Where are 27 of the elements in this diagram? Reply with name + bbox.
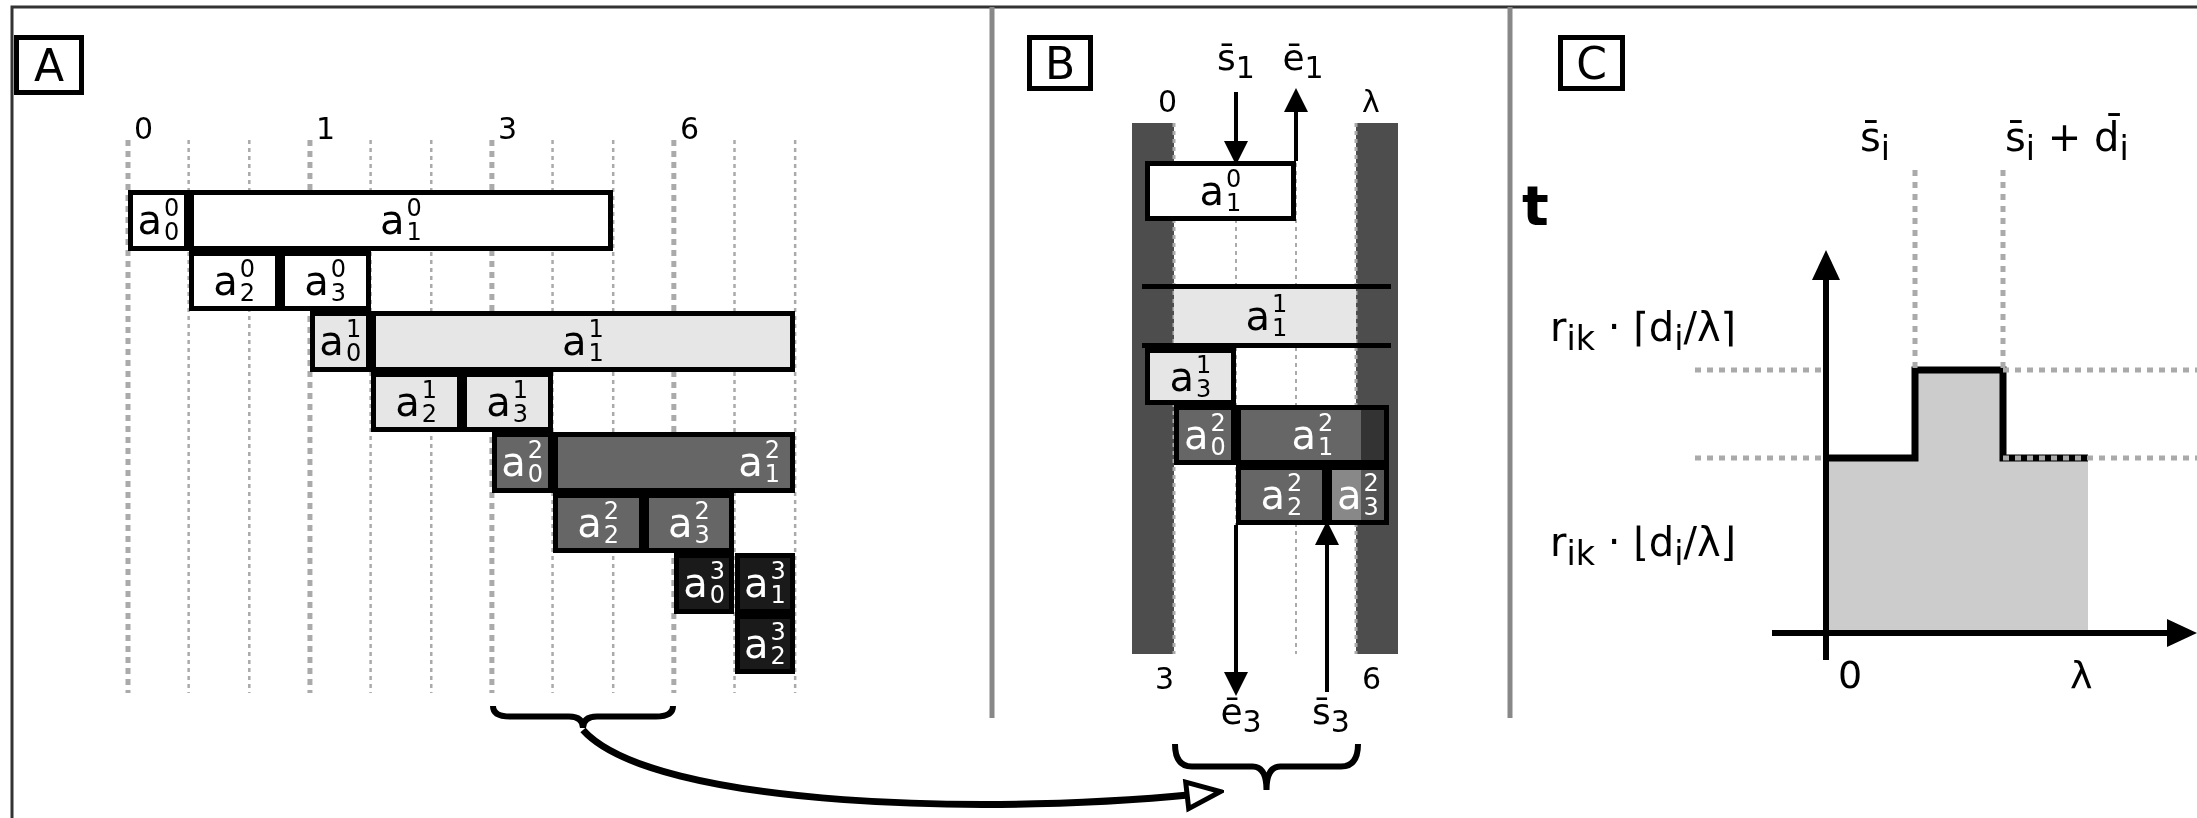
- time-label: s̄$_{1}$: [1205, 38, 1267, 92]
- time-label: s̄$_{3}$: [1300, 692, 1362, 748]
- tick-label: 1: [316, 112, 336, 145]
- arrow: [1224, 525, 1248, 696]
- tick-label: 6: [1362, 662, 1382, 695]
- formula: r$_{ik}$ · ⌊d$_{i}$/λ⌋: [1550, 520, 1737, 573]
- tick-label: 6: [680, 112, 700, 145]
- tick-label: λ: [1362, 85, 1380, 118]
- tick-label: 0: [1158, 85, 1178, 118]
- formula: r$_{ik}$ · ⌈d$_{i}$/λ⌉: [1550, 305, 1737, 358]
- axis-label: s̄$_{i}$: [1860, 115, 1891, 168]
- time-label: ē$_{3}$: [1210, 692, 1272, 748]
- axis-title: t: [1522, 175, 1549, 237]
- panel-label: B: [1027, 35, 1093, 91]
- axis-label: s̄$_{i}$ + d̄$_{i}$: [2005, 115, 2129, 168]
- tick-label: 0: [1838, 655, 1863, 697]
- time-label: ē$_{1}$: [1272, 38, 1334, 92]
- arrow: [1284, 88, 1308, 161]
- tick-label: λ: [2070, 655, 2093, 697]
- curly-brace: [490, 703, 676, 730]
- panel-label: C: [1558, 35, 1625, 91]
- curved-arrow: [580, 727, 1223, 811]
- tick-label: 3: [498, 112, 518, 145]
- tick-label: 0: [134, 112, 154, 145]
- tick-label: 3: [1155, 662, 1175, 695]
- panel-label: A: [14, 35, 84, 95]
- curly-brace: [1172, 741, 1361, 792]
